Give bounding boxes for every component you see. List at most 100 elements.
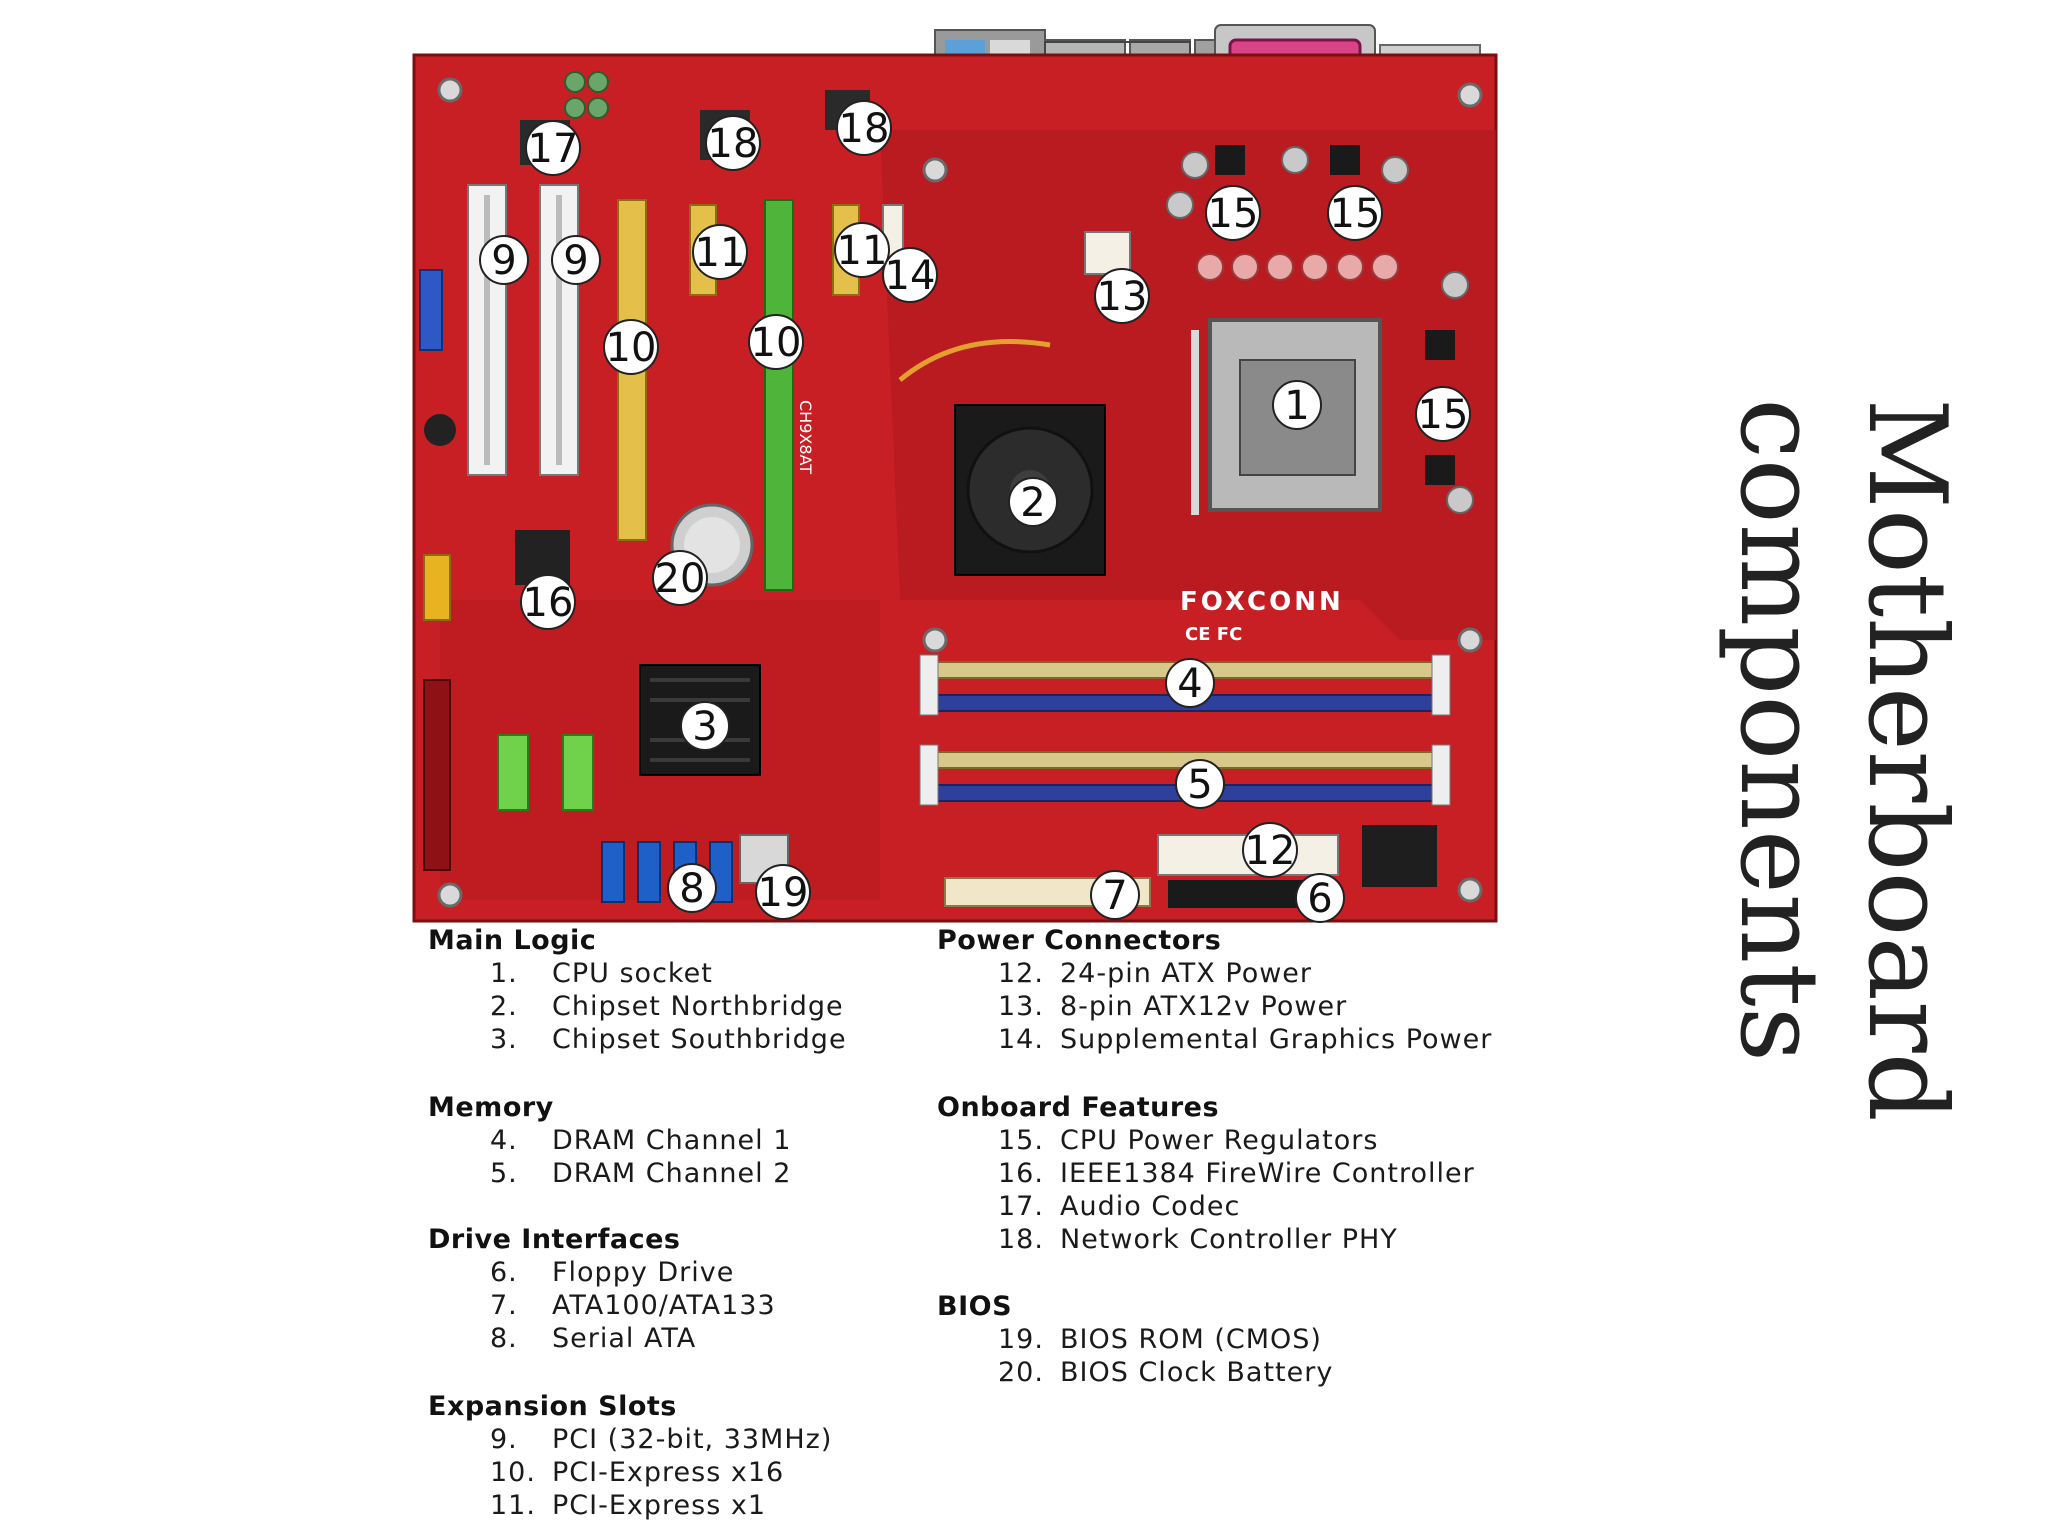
callout-3: 3 (680, 701, 730, 751)
callout-15: 15 (1415, 386, 1471, 442)
callout-8: 8 (667, 863, 717, 913)
callout-number: 18 (839, 106, 890, 152)
legend-item: 10.PCI-Express x16 (490, 1457, 784, 1488)
callout-number: 15 (1208, 191, 1259, 237)
callout-number: 9 (491, 238, 516, 284)
legend-item-label: Floppy Drive (552, 1257, 735, 1288)
legend-item-label: BIOS ROM (CMOS) (1060, 1324, 1322, 1355)
legend-item-label: Chipset Southbridge (552, 1024, 847, 1055)
legend-item: 9. PCI (32-bit, 33MHz) (490, 1424, 832, 1455)
legend-item: 1. CPU socket (490, 958, 713, 989)
board-cert-marks: CE FC (1185, 624, 1242, 645)
legend-heading: BIOS (937, 1291, 1013, 1322)
legend-item-label: PCI-Express x1 (552, 1490, 767, 1521)
callout-number: 15 (1418, 392, 1469, 438)
legend-item-label: Serial ATA (552, 1323, 697, 1354)
callout-number: 15 (1330, 191, 1381, 237)
callout-number: 20 (655, 556, 706, 602)
callout-number: 1 (1284, 383, 1309, 429)
legend-item-number: 10. (490, 1457, 536, 1488)
legend-item-label: PCI (32-bit, 33MHz) (552, 1424, 833, 1455)
legend-item: 16.IEEE1384 FireWire Controller (998, 1158, 1475, 1189)
callout-number: 9 (563, 238, 588, 284)
legend-item-number: 17. (998, 1191, 1044, 1222)
callout-number: 19 (758, 870, 809, 916)
legend-item-label: Audio Codec (1060, 1191, 1241, 1222)
callout-7: 7 (1090, 870, 1140, 920)
board-brand-logo: FOXCONN (1180, 587, 1344, 617)
callout-16: 16 (520, 574, 576, 630)
legend-item-label: DRAM Channel 1 (552, 1125, 792, 1156)
legend-heading: Onboard Features (937, 1092, 1220, 1123)
callout-number: 8 (679, 866, 704, 912)
callout-1: 1 (1272, 380, 1322, 430)
legend-item-label: Chipset Northbridge (552, 991, 844, 1022)
callout-15: 15 (1327, 185, 1383, 241)
legend-item: 8. Serial ATA (490, 1323, 696, 1354)
callout-6: 6 (1295, 873, 1345, 923)
legend-item: 15. CPU Power Regulators (998, 1125, 1378, 1156)
callout-number: 6 (1307, 876, 1332, 922)
legend-item-label: IEEE1384 FireWire Controller (1060, 1158, 1475, 1189)
legend-item-label: 24-pin ATX Power (1060, 958, 1313, 989)
callout-number: 10 (606, 325, 657, 371)
legend-item: 4.DRAM Channel 1 (490, 1125, 791, 1156)
legend-item-number: 3. (490, 1024, 518, 1055)
callout-18: 18 (836, 100, 892, 156)
legend-item-number: 19. (998, 1324, 1044, 1355)
side-title-line2: components (1716, 398, 1841, 1063)
callout-number: 3 (692, 704, 717, 750)
legend-item-label: 8-pin ATX12v Power (1060, 991, 1348, 1022)
legend-heading: Expansion Slots (428, 1391, 677, 1422)
legend-item-label: ATA100/ATA133 (552, 1290, 776, 1321)
legend-item: 12. 24-pin ATX Power (998, 958, 1312, 989)
callout-number: 2 (1020, 480, 1045, 526)
legend-item-number: 14. (998, 1024, 1044, 1055)
side-title-line1: Motherboard (1844, 398, 1969, 1122)
callout-10: 10 (748, 314, 804, 370)
callout-number: 10 (751, 320, 802, 366)
callout-14: 14 (882, 247, 938, 303)
callout-4: 4 (1165, 658, 1215, 708)
legend-item-label: Network Controller PHY (1060, 1224, 1398, 1255)
legend-item: 7. ATA100/ATA133 (490, 1290, 776, 1321)
callout-number: 16 (523, 580, 574, 626)
legend-item-label: CPU socket (552, 958, 713, 989)
callout-number: 13 (1097, 274, 1148, 320)
side-title: Motherboard components (1714, 398, 1970, 1121)
legend-item-number: 7. (490, 1290, 518, 1321)
legend-item-number: 6. (490, 1257, 518, 1288)
legend-item-label: CPU Power Regulators (1060, 1125, 1379, 1156)
legend-item: 13.8-pin ATX12v Power (998, 991, 1347, 1022)
legend-item: 17. Audio Codec (998, 1191, 1240, 1222)
legend-item-number: 18. (998, 1224, 1044, 1255)
callout-11: 11 (834, 222, 890, 278)
legend-item: 20.BIOS Clock Battery (998, 1357, 1333, 1388)
callout-number: 4 (1177, 661, 1202, 707)
legend-item-number: 5. (490, 1158, 518, 1189)
callout-13: 13 (1094, 268, 1150, 324)
legend-item: 19. BIOS ROM (CMOS) (998, 1324, 1322, 1355)
legend-item-number: 2. (490, 991, 518, 1022)
callout-20: 20 (652, 550, 708, 606)
callout-12: 12 (1242, 822, 1298, 878)
legend-heading: Drive Interfaces (428, 1224, 681, 1255)
callout-number: 18 (708, 121, 759, 167)
legend-heading: Main Logic (428, 925, 597, 956)
legend-item-number: 1. (490, 958, 518, 989)
callout-number: 12 (1245, 828, 1296, 874)
legend-item-number: 15. (998, 1125, 1044, 1156)
legend-item-number: 12. (998, 958, 1044, 989)
callout-number: 14 (885, 253, 936, 299)
callout-number: 11 (837, 228, 888, 274)
callout-9: 9 (479, 235, 529, 285)
legend-item-number: 11. (490, 1490, 536, 1521)
legend-item-number: 8. (490, 1323, 518, 1354)
legend-item-number: 9. (490, 1424, 518, 1455)
callout-2: 2 (1008, 477, 1058, 527)
callout-18: 18 (705, 115, 761, 171)
callout-number: 5 (1187, 762, 1212, 808)
legend-item: 3. Chipset Southbridge (490, 1024, 847, 1055)
